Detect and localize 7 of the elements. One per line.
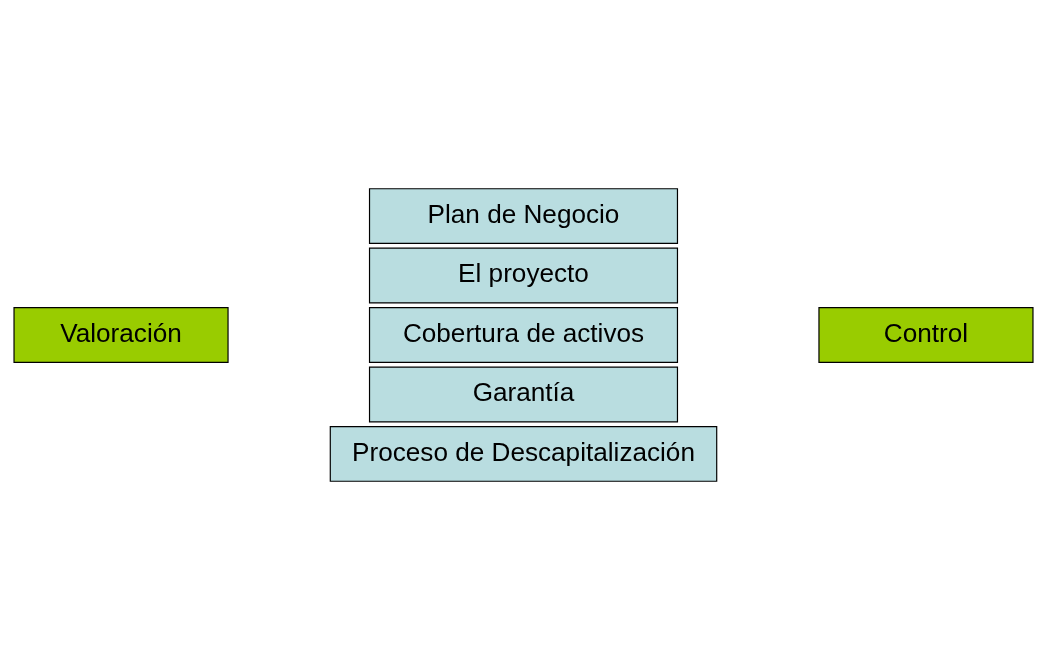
node-box: Plan de Negocio [368,187,679,244]
node-box: El proyecto [368,247,679,303]
node-box: Proceso de Descapitalización [329,425,718,482]
node-box: Cobertura de activos [368,306,679,363]
node-box: Garantía [368,366,679,422]
node-box: Valoración [13,306,229,363]
node-box: Control [818,306,1034,363]
